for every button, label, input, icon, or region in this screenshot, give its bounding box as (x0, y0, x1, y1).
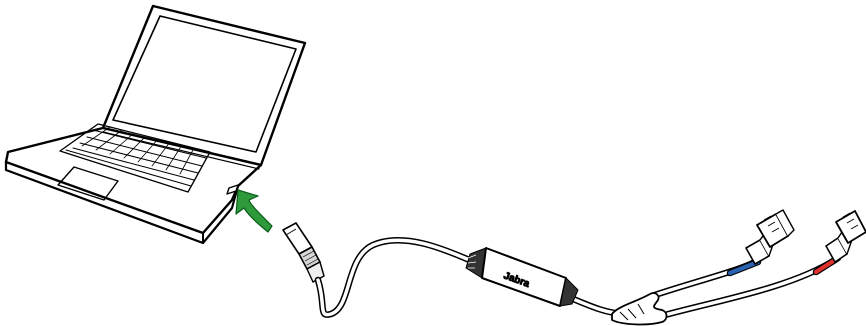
rj-connector-icon (746, 210, 794, 264)
cable-splitter (612, 293, 667, 324)
adapter-box-icon: Jabra (466, 248, 578, 306)
insert-arrow-icon (236, 190, 272, 232)
usb-plug-icon (283, 223, 324, 282)
rj-connector-icon (826, 211, 866, 262)
laptop-icon (6, 6, 305, 243)
